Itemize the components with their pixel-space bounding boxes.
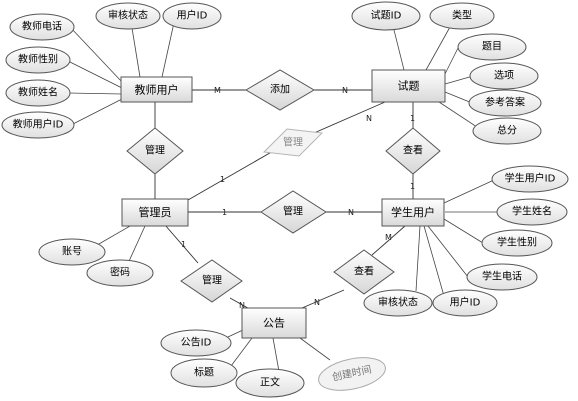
- attr-teacher-user-id-label: 用户ID: [177, 9, 208, 22]
- relation-manage-teacher[interactable]: 管理: [126, 127, 184, 175]
- attr-question-options-label: 选项: [494, 69, 514, 82]
- relation-view-notice-label: 查看: [354, 265, 374, 278]
- attr-question-title-label: 题目: [482, 41, 502, 53]
- card-admin-manage-question: 1: [220, 175, 225, 184]
- card-view-notice-student: M: [385, 233, 392, 242]
- attr-notice-body[interactable]: 正文: [235, 368, 305, 398]
- relation-add[interactable]: 添加: [245, 69, 315, 111]
- attr-teacher-audit-status-label: 审核状态: [108, 9, 148, 22]
- attr-teacher-user-id[interactable]: 用户ID: [162, 2, 222, 30]
- relation-manage-student-label: 管理: [283, 205, 303, 218]
- entity-admin[interactable]: 管理员: [121, 198, 189, 227]
- entity-student-label: 学生用户: [391, 205, 435, 219]
- card-admin-manage-notice: 1: [181, 240, 186, 249]
- attr-teacher-teacher-user-id-label: 教师用户ID: [13, 118, 64, 131]
- attr-question-id[interactable]: 试题ID: [351, 1, 421, 31]
- attr-question-options[interactable]: 选项: [469, 62, 539, 90]
- relation-view-question-label: 查看: [403, 144, 423, 157]
- attr-student-phone[interactable]: 学生电话: [466, 263, 538, 291]
- attr-question-type[interactable]: 类型: [429, 2, 495, 30]
- attr-student-gender-label: 学生性别: [497, 236, 537, 249]
- relation-manage-question-label: 管理: [283, 136, 303, 149]
- card-add-question: N: [342, 86, 348, 95]
- card-manage-notice-end: N: [239, 301, 245, 310]
- attr-question-id-label: 试题ID: [371, 9, 402, 22]
- attr-student-user-id-label: 学生用户ID: [505, 172, 556, 185]
- attr-question-score-label: 总分: [497, 124, 517, 137]
- attr-teacher-gender-label: 教师性别: [18, 53, 58, 66]
- relation-manage-student[interactable]: 管理: [260, 190, 327, 234]
- entity-notice-label: 公告: [263, 317, 285, 330]
- attr-student-user-id[interactable]: 学生用户ID: [491, 165, 569, 193]
- attr-notice-title[interactable]: 标题: [170, 358, 238, 388]
- attr-student-audit-status-label: 审核状态: [378, 296, 418, 309]
- attr-teacher-name-label: 教师姓名: [18, 86, 58, 99]
- attr-student-account-id-label: 用户ID: [450, 296, 481, 309]
- attr-teacher-audit-status[interactable]: 审核状态: [95, 2, 161, 30]
- entity-admin-label: 管理员: [139, 205, 172, 219]
- attr-teacher-phone-label: 教师电话: [22, 20, 62, 33]
- attr-question-answer[interactable]: 参考答案: [468, 89, 542, 117]
- attr-student-name-label: 学生姓名: [512, 205, 552, 218]
- relation-add-label: 添加: [270, 83, 290, 96]
- entity-teacher-label: 教师用户: [135, 83, 179, 97]
- entity-notice[interactable]: 公告: [241, 307, 307, 339]
- card-question-view: 1: [410, 114, 415, 123]
- attr-admin-account[interactable]: 账号: [38, 238, 106, 266]
- relationship-lines: [154, 89, 414, 313]
- attr-student-audit-status[interactable]: 审核状态: [363, 289, 433, 317]
- attr-notice-title-label: 标题: [194, 367, 214, 379]
- entity-teacher[interactable]: 教师用户: [120, 76, 193, 103]
- attr-student-account-id[interactable]: 用户ID: [432, 289, 498, 317]
- card-manage-student-end: N: [348, 208, 354, 217]
- attr-teacher-teacher-user-id[interactable]: 教师用户ID: [1, 111, 75, 139]
- attr-student-gender[interactable]: 学生性别: [481, 229, 553, 257]
- relation-view-notice[interactable]: 查看: [333, 249, 395, 295]
- attr-notice-id[interactable]: 公告ID: [160, 329, 232, 357]
- card-notice-view: N: [314, 298, 320, 307]
- card-manage-question-end: N: [366, 114, 372, 123]
- relation-manage-teacher-label: 管理: [145, 144, 165, 157]
- attr-question-answer-label: 参考答案: [485, 96, 525, 109]
- entity-student[interactable]: 学生用户: [381, 198, 445, 227]
- card-admin-manage-student: 1: [222, 208, 227, 217]
- attr-notice-id-label: 公告ID: [181, 336, 212, 349]
- card-view-student: 1: [410, 182, 415, 191]
- relation-manage-question[interactable]: 管理: [262, 128, 324, 157]
- relation-manage-notice-label: 管理: [202, 274, 222, 287]
- entity-question[interactable]: 试题: [371, 69, 446, 103]
- entity-question-label: 试题: [398, 80, 420, 93]
- attr-question-type-label: 类型: [452, 9, 472, 22]
- attr-notice-body-label: 正文: [260, 376, 280, 389]
- attr-teacher-gender[interactable]: 教师性别: [5, 46, 71, 74]
- attr-question-title[interactable]: 题目: [457, 33, 527, 61]
- attr-question-score[interactable]: 总分: [472, 117, 542, 145]
- card-teacher-add: M: [214, 86, 221, 95]
- cardinality-labels: M N 1 1 1 N 1 N 1 N N M: [181, 86, 415, 310]
- attr-admin-account-label: 账号: [62, 246, 82, 258]
- attr-notice-created[interactable]: 创建时间: [316, 352, 389, 395]
- attr-teacher-phone[interactable]: 教师电话: [9, 13, 75, 41]
- relation-view-question[interactable]: 查看: [385, 127, 441, 175]
- attr-teacher-name[interactable]: 教师姓名: [5, 79, 71, 107]
- attr-admin-password[interactable]: 密码: [86, 259, 154, 287]
- relation-manage-notice[interactable]: 管理: [180, 259, 243, 303]
- attr-student-name[interactable]: 学生姓名: [496, 198, 568, 226]
- attr-student-phone-label: 学生电话: [482, 270, 522, 283]
- attr-admin-password-label: 密码: [110, 266, 130, 279]
